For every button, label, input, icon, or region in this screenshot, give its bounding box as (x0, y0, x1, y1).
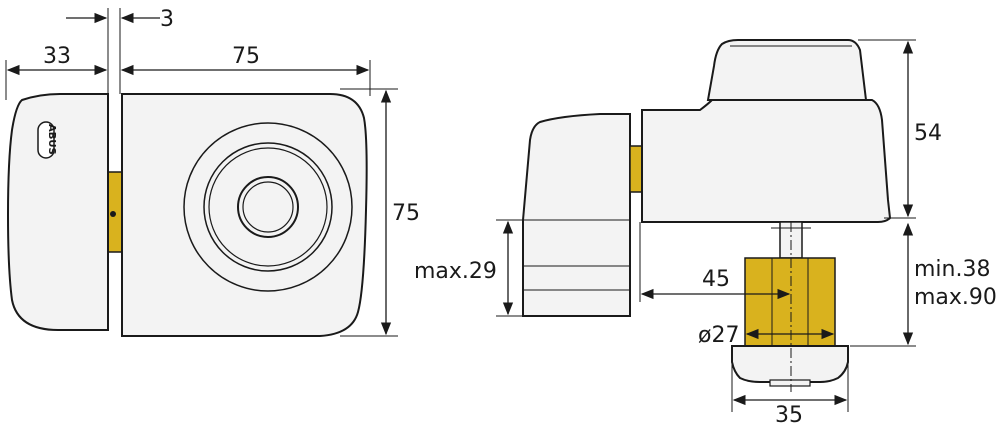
dim-width-right-label: 75 (232, 44, 260, 69)
brand-logo-text: ABUS (46, 124, 57, 155)
dim-cylinder-length-max-label: max.90 (914, 285, 997, 310)
rosette-inner-ring (208, 147, 328, 267)
rosette-side (731, 345, 849, 383)
dim-gap-label: 3 (160, 7, 174, 32)
dim-cylinder-diameter-label: ø27 (698, 323, 739, 348)
knob-inner (242, 181, 294, 233)
bolt-side (629, 145, 643, 193)
lock-body-side (641, 99, 892, 223)
knob-side (706, 39, 868, 101)
dim-height-label: 75 (392, 201, 420, 226)
front-view: ABUS 3 33 75 75 (5, 7, 420, 337)
dim-cylinder-length-min-label: min.38 (914, 257, 990, 282)
cylinder (744, 257, 836, 347)
dim-keeper-height-label: max.29 (414, 259, 497, 284)
side-view: 54 min.38 max.90 max.29 45 ø27 35 (414, 39, 997, 428)
dim-body-height-label: 54 (914, 121, 942, 146)
dim-width-left-label: 33 (43, 44, 71, 69)
brand-logo: ABUS (37, 121, 57, 159)
bolt-screw (110, 211, 116, 217)
dim-rosette-width-label: 35 (775, 403, 803, 428)
keeper-side (522, 113, 631, 317)
knob (237, 176, 299, 238)
dim-depth-label: 45 (702, 267, 730, 292)
keeper-front (6, 93, 109, 331)
